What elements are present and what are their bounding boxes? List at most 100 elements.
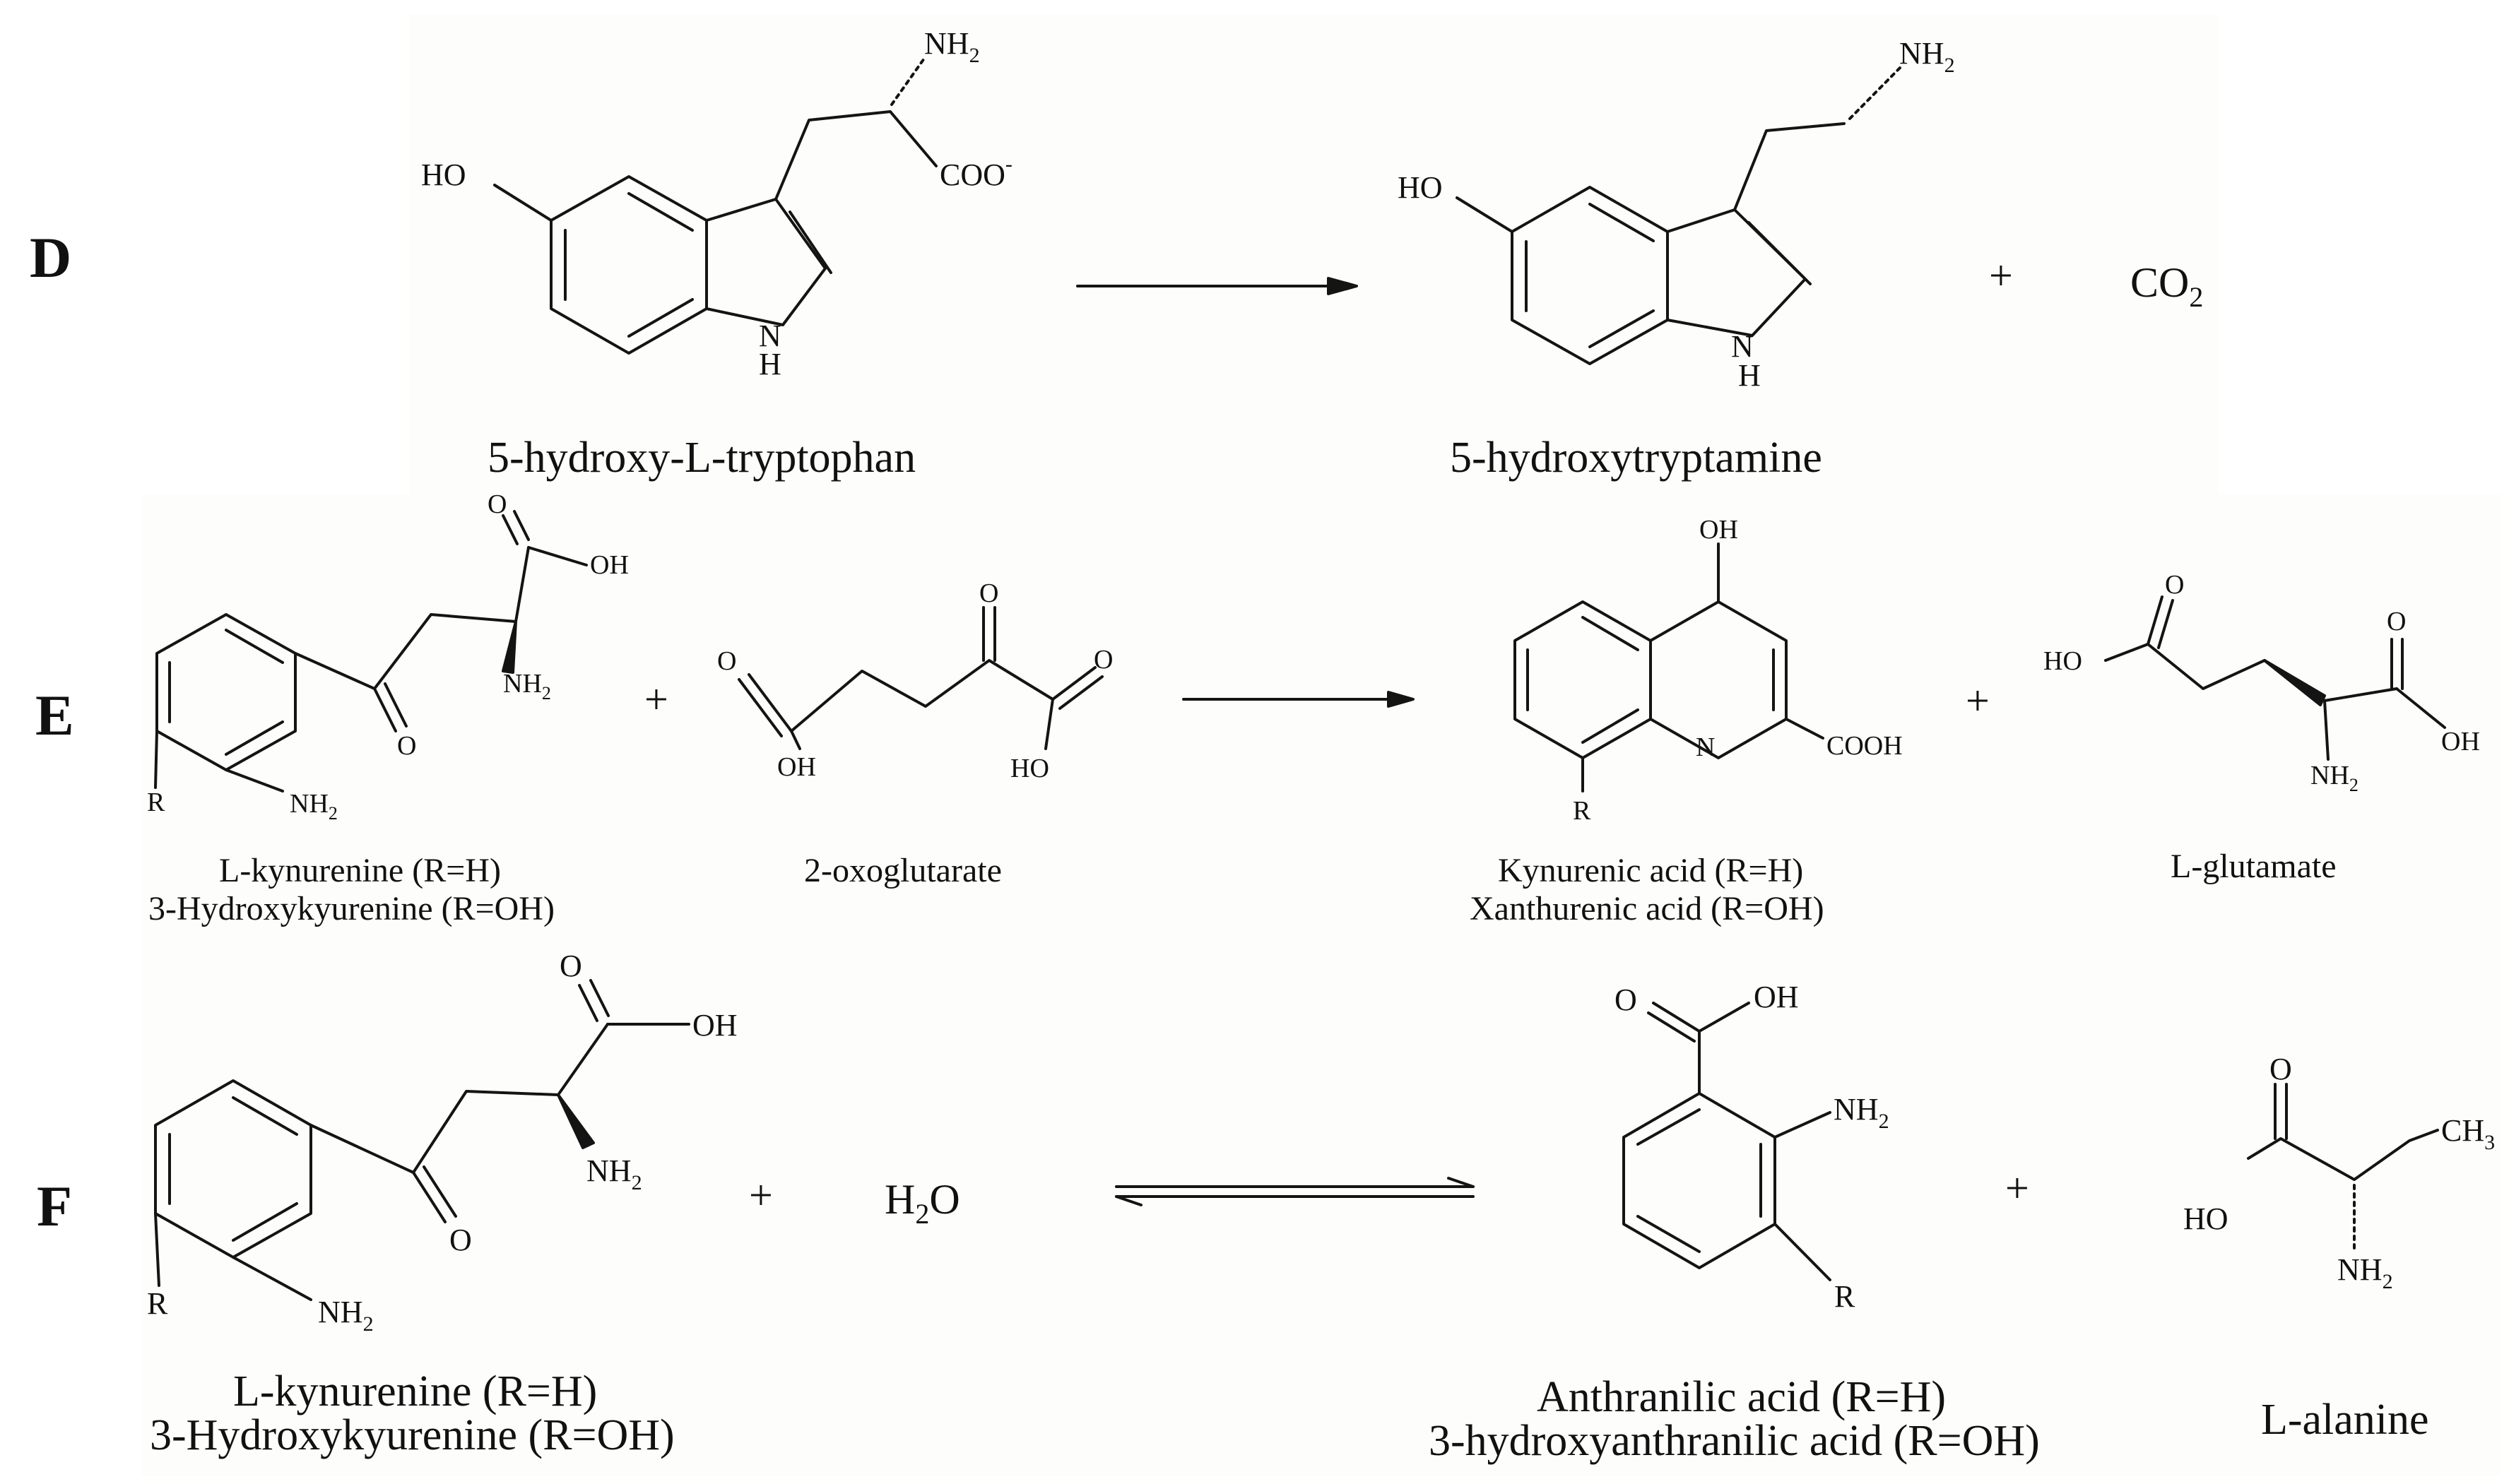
f-substrate-nh2-bond <box>232 1256 312 1301</box>
e-substrate-keto-bond <box>373 687 397 732</box>
e-product-ring-double-bond <box>1581 708 1639 744</box>
e-coproduct-structure: O HO O OH NH2 <box>2043 570 2480 795</box>
f-substrate-r: R <box>147 1286 168 1321</box>
e-product-name-line2: Xanthurenic acid (R=OH) <box>1470 890 1824 927</box>
e-product-oh: OH <box>1699 515 1738 545</box>
f-product-oh-bond <box>1698 1002 1750 1033</box>
d-substrate-pyrrole-double-bond <box>789 210 832 274</box>
e-product-cooh: COOH <box>1826 731 1903 761</box>
e-substrate-acid-double-bond <box>513 510 530 541</box>
f-substrate-name-line2: 3-Hydroxykyurenine (R=OH) <box>150 1411 675 1459</box>
e-coproduct-oh-right: OH <box>2441 727 2480 756</box>
e-cosubstrate-left-co <box>738 678 783 737</box>
e-coproduct-ho-left: HO <box>2043 646 2082 676</box>
f-substrate-r-bond <box>154 1212 160 1287</box>
d-product-structure: NH2 HO N H <box>1398 36 1955 393</box>
d-plus-sign: + <box>1989 252 2013 299</box>
f-plus-sign-2: + <box>2005 1165 2029 1211</box>
e-coproduct-name: L-glutamate <box>2171 848 2337 885</box>
e-plus-sign-2: + <box>1966 677 1990 724</box>
f-substrate-wedge <box>557 1093 595 1149</box>
f-product-name-line1: Anthranilic acid (R=H) <box>1537 1373 1946 1421</box>
d-product-amine-label: NH2 <box>1899 36 1955 77</box>
d-product-ring-n-label: N <box>1731 329 1754 364</box>
f-product-co-bond <box>1647 1011 1696 1043</box>
f-coproduct-ho: HO <box>2183 1201 2228 1236</box>
e-substrate-aryl-amine: NH2 <box>290 789 338 824</box>
f-coproduct-amine: NH2 <box>2337 1252 2393 1293</box>
e-coproduct-amine: NH2 <box>2310 761 2359 795</box>
e-cosubstrate-right-co <box>1058 675 1104 710</box>
f-substrate-name-line1: L-kynurenine (R=H) <box>233 1367 597 1415</box>
panel-d-background <box>410 14 2219 494</box>
d-substrate-ring-h-label: H <box>759 347 781 381</box>
f-substrate-ring-double-bond <box>232 1096 298 1136</box>
f-substrate-structure: O OH NH2 O R NH2 <box>147 949 738 1336</box>
section-d: D NH2 COO- HO N H 5-hydroxy-L-tryptophan <box>30 26 2203 482</box>
f-product-r: R <box>1834 1279 1855 1314</box>
f-substrate-acid-double-bond <box>589 979 610 1017</box>
section-f-label: F <box>37 1174 72 1238</box>
e-substrate-acid-oh-bond <box>527 546 588 566</box>
f-coproduct-structure: O HO CH3 NH2 <box>2183 1052 2495 1293</box>
d-substrate-ring-double-bond <box>627 298 694 338</box>
e-plus-sign-1: + <box>644 676 668 723</box>
d-product-ring-double-bond <box>1588 203 1655 242</box>
e-substrate-wedge <box>502 620 517 674</box>
e-substrate-nh2-bond <box>225 768 284 793</box>
d-coproduct-co2: CO2 <box>2130 259 2203 313</box>
e-coproduct-left-co <box>2157 599 2174 649</box>
e-substrate-r: R <box>147 788 165 817</box>
e-substrate-name-line1: L-kynurenine (R=H) <box>219 852 501 889</box>
d-product-side-chain <box>1733 122 1846 211</box>
e-substrate-o-keto: O <box>397 731 416 761</box>
f-product-amine-bond <box>1773 1111 1831 1139</box>
panel-f-background <box>141 939 2501 1476</box>
d-substrate-ho-bond <box>493 184 553 222</box>
d-product-pyrrole-double-bond <box>1747 221 1812 285</box>
d-substrate-name: 5-hydroxy-L-tryptophan <box>488 434 916 482</box>
f-product-o: O <box>1614 983 1637 1017</box>
f-substrate-amine: NH2 <box>586 1153 642 1194</box>
f-substrate-chain <box>309 1023 609 1174</box>
d-substrate-carboxylate-label: COO- <box>940 153 1013 192</box>
d-substrate-ring-n-label: N <box>759 319 781 353</box>
d-product-ring-h-label: H <box>1738 358 1761 393</box>
e-substrate-oh-acid: OH <box>590 550 629 580</box>
d-substrate-structure: NH2 COO- HO N H <box>421 26 1013 381</box>
d-product-ring-double-bond <box>1588 309 1655 348</box>
e-substrate-amine: NH2 <box>503 669 551 704</box>
f-substrate-o-acid: O <box>560 949 582 983</box>
e-product-name-line1: Kynurenic acid (R=H) <box>1498 852 1803 889</box>
e-cosubstrate-left-oh <box>790 730 801 750</box>
panel-e-background <box>141 494 2501 939</box>
e-cosubstrate-o-left: O <box>717 646 736 676</box>
e-cosubstrate-left-co <box>748 673 793 732</box>
f-plus-sign-1: + <box>749 1172 773 1218</box>
e-reaction-arrow <box>1182 691 1415 708</box>
f-product-amine: NH2 <box>1834 1092 1889 1133</box>
f-product-structure: O OH NH2 R <box>1614 980 1889 1314</box>
d-product-hydroxyl-label: HO <box>1398 170 1443 205</box>
e-product-structure: OH N COOH R <box>1513 515 1903 826</box>
e-coproduct-left-co <box>2147 595 2163 646</box>
f-substrate-acid-double-bond <box>578 984 598 1022</box>
e-substrate-r-bond <box>154 730 158 789</box>
e-cosubstrate-right-co <box>1051 666 1097 701</box>
e-cosubstrate-o-keto: O <box>979 578 998 608</box>
e-cosubstrate-name: 2-oxoglutarate <box>804 852 1002 889</box>
f-equilibrium-arrow <box>1115 1177 1475 1206</box>
e-coproduct-right-oh <box>2395 687 2446 729</box>
f-product-oh: OH <box>1754 980 1799 1014</box>
d-product-stereo-hash <box>1848 66 1902 120</box>
e-product-cooh-bond <box>1785 718 1824 740</box>
d-reaction-arrow <box>1076 277 1358 295</box>
f-substrate-aryl-amine: NH2 <box>318 1295 374 1336</box>
e-substrate-o-acid: O <box>488 489 507 519</box>
f-coproduct-methyl: CH3 <box>2441 1113 2495 1154</box>
e-cosubstrate-chain <box>790 659 1054 732</box>
e-substrate-structure: O OH NH2 O R NH2 <box>147 489 629 824</box>
e-cosubstrate-ho-right: HO <box>1010 754 1049 783</box>
f-product-ring-double-bond <box>1636 1215 1701 1253</box>
e-coproduct-o-left: O <box>2165 570 2184 600</box>
